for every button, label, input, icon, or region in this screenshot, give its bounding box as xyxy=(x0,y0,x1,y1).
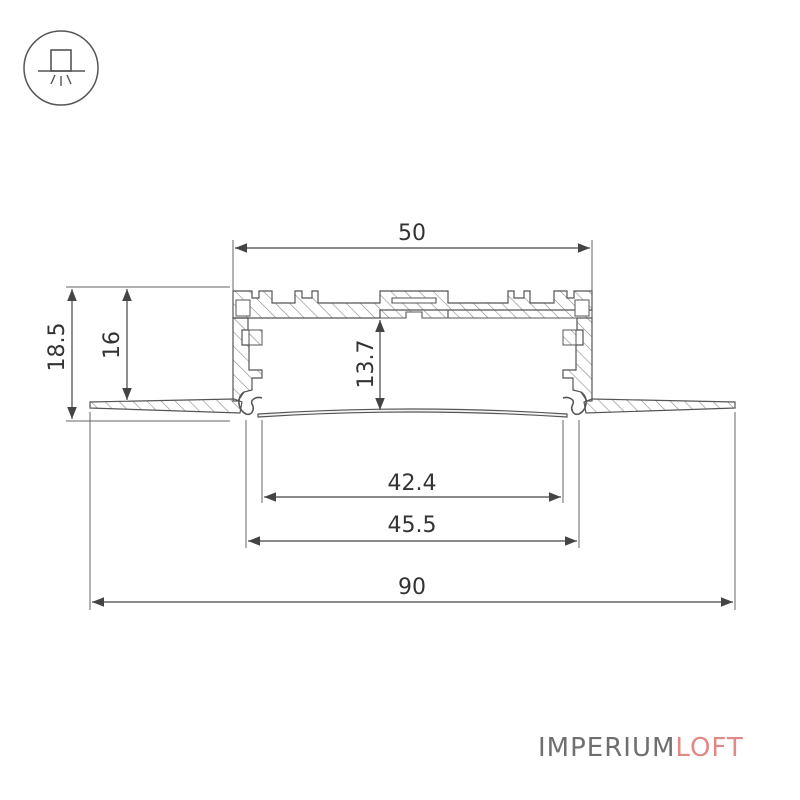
brand-logo: IMPERIUMLOFT xyxy=(538,733,744,763)
extension-lines xyxy=(66,240,736,610)
recessed-ceiling-light-icon xyxy=(23,30,99,106)
dim-diffuser-width: 45.5 xyxy=(388,513,437,538)
dim-top-width: 50 xyxy=(398,221,426,246)
dim-inner-width: 42.4 xyxy=(388,471,437,496)
brand-part-loft: LOFT xyxy=(675,733,744,763)
dim-inner-height: 13.7 xyxy=(354,340,379,389)
brand-part-imperium: IMPERIUM xyxy=(538,733,676,763)
dim-total-height: 18.5 xyxy=(45,323,70,372)
profile-section xyxy=(89,290,736,418)
diffuser xyxy=(257,408,568,418)
dim-body-height: 16 xyxy=(100,331,125,359)
right-flange xyxy=(583,398,736,414)
dim-flange-width: 90 xyxy=(398,575,426,600)
top-wall xyxy=(232,290,593,319)
left-flange xyxy=(89,398,243,414)
